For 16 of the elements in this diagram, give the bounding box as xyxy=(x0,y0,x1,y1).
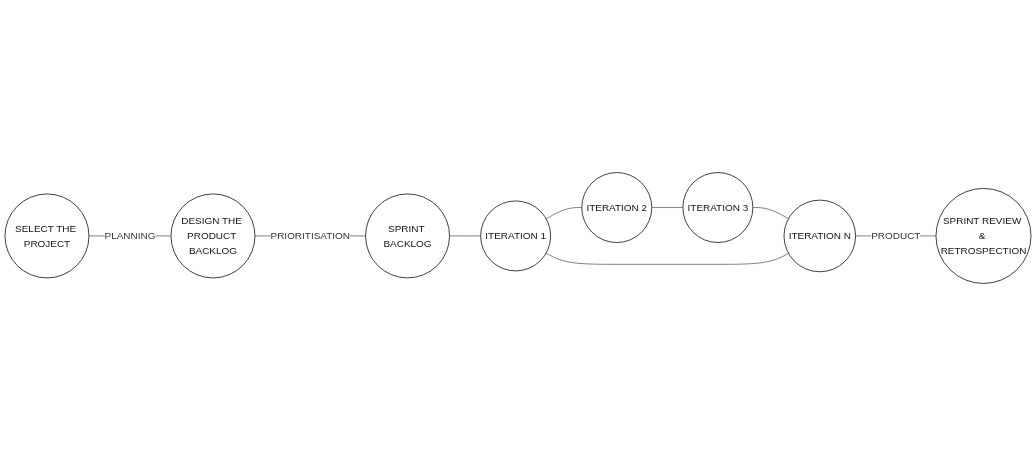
connector xyxy=(545,252,789,265)
edge-label: PLANNING xyxy=(104,230,156,241)
node-circle: ITERATION 1 xyxy=(480,200,552,272)
node-circle: ITERATION 3 xyxy=(682,172,754,243)
edge-label: PRIORITISATION xyxy=(270,230,350,241)
connector xyxy=(449,235,481,237)
node-circle: SPRINT BACKLOG xyxy=(365,193,450,279)
connector xyxy=(545,207,583,220)
connector xyxy=(651,207,684,208)
node-circle: ITERATION 2 xyxy=(581,172,653,243)
node-circle: SELECT THE PROJECT xyxy=(4,193,90,279)
node-circle: SPRINT REVIEW & RETROSPECTION xyxy=(935,187,1032,284)
node-circle: ITERATION N xyxy=(783,199,857,273)
edge-label: PRODUCT xyxy=(871,230,921,241)
node-circle: DESIGN THE PRODUCT BACKLOG xyxy=(170,193,256,279)
connector xyxy=(752,207,789,219)
